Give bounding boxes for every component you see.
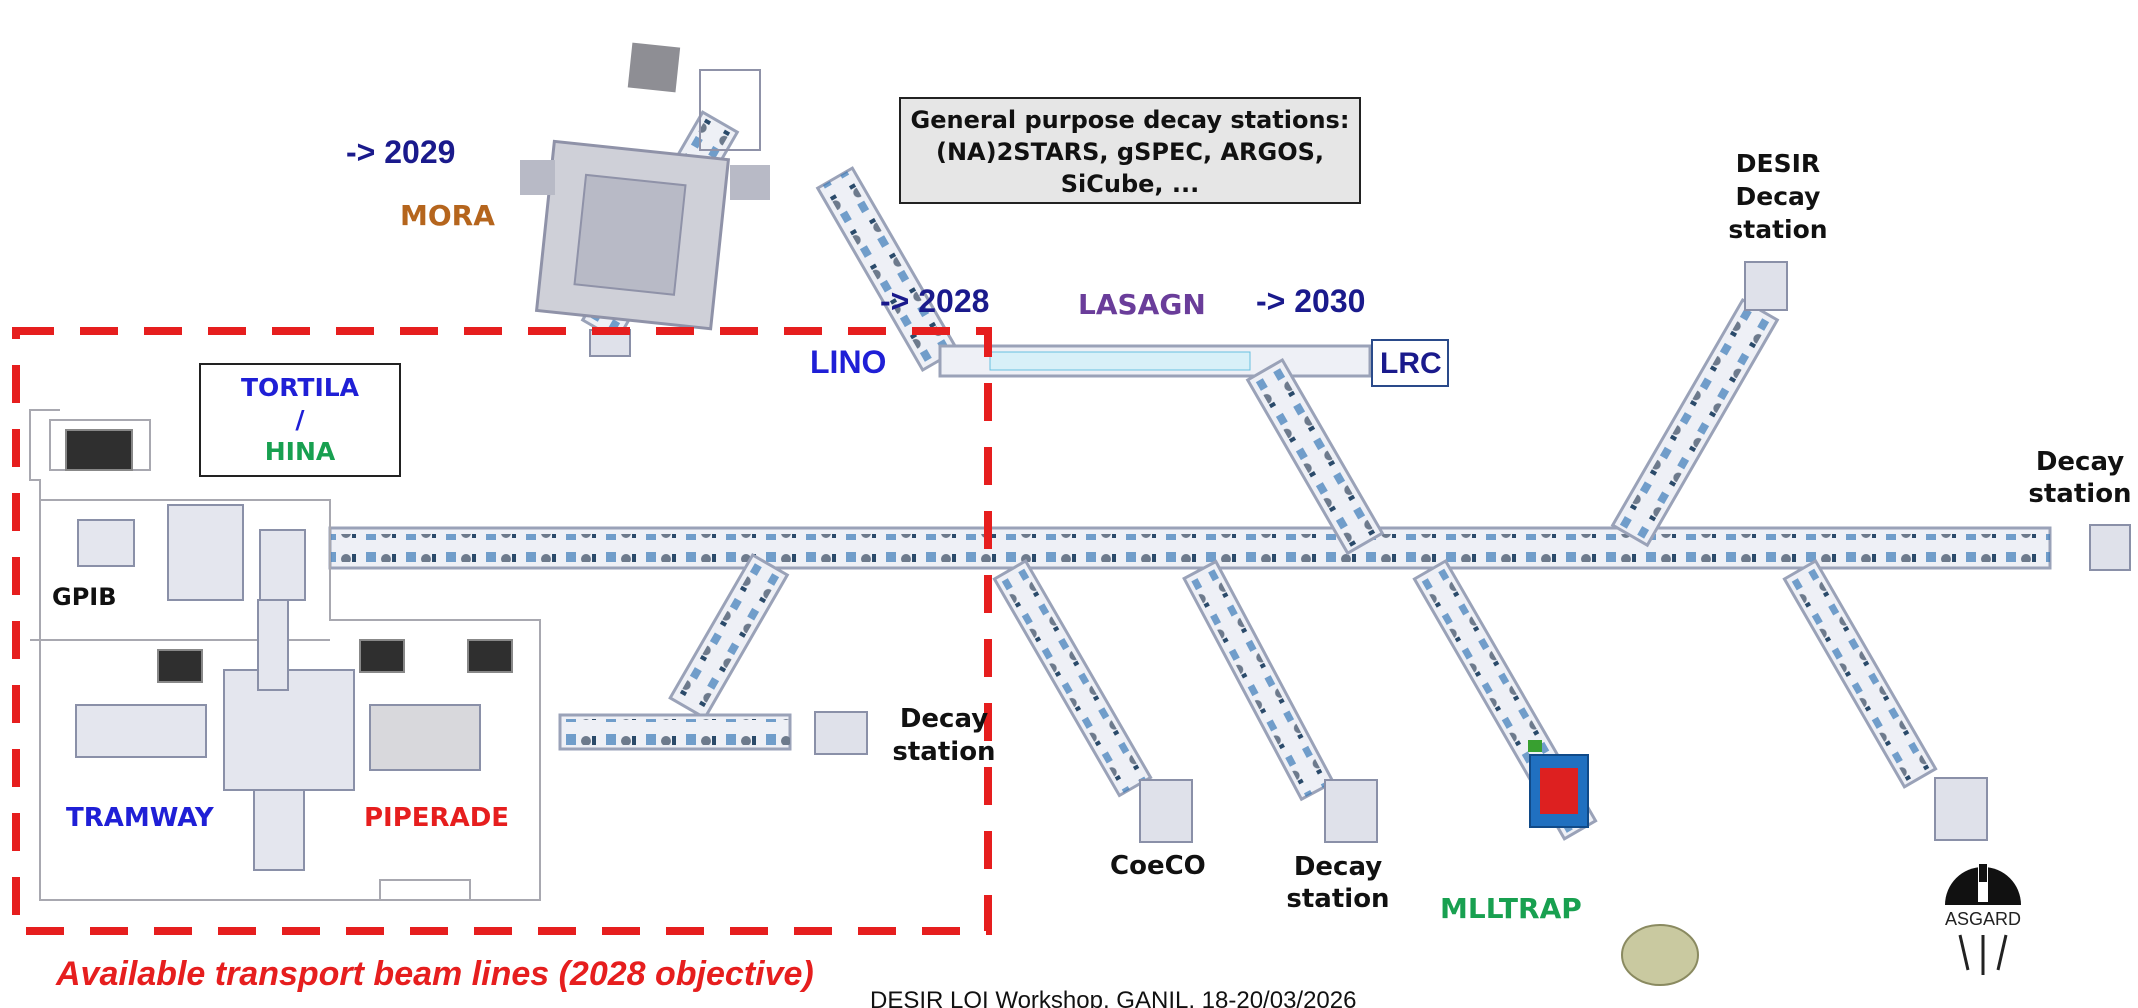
general-box-line-3: SiCube, ... <box>1061 170 1200 198</box>
decay-bottom-line-1: Decay <box>1294 852 1382 882</box>
mora-label: MORA <box>400 199 495 232</box>
text-labels: -> 2029 MORA General purpose decay stati… <box>52 106 2132 1008</box>
tortila-hina-box <box>199 363 401 477</box>
caption: Available transport beam lines (2028 obj… <box>55 955 814 993</box>
main-beamline-components <box>330 534 2050 562</box>
mora-building <box>520 42 770 331</box>
decay-mid-line-2: station <box>892 737 995 767</box>
general-box-line-2: (NA)2STARS, gSPEC, ARGOS, <box>936 138 1324 166</box>
available-beamlines-boundary <box>12 327 992 935</box>
general-box-line-1: General purpose decay stations: <box>911 106 1350 134</box>
asgard-text: ASGARD <box>1945 909 2021 929</box>
decay-right-line-1: Decay <box>2036 447 2124 477</box>
gpib-label: GPIB <box>52 583 117 611</box>
decay-right-line-2: station <box>2028 479 2131 509</box>
year-2030-label: -> 2030 <box>1256 283 1365 319</box>
detector-panels <box>65 429 513 683</box>
lino-label: LINO <box>810 344 886 380</box>
year-2028-label: -> 2028 <box>880 283 989 319</box>
tortila-label: TORTILA <box>241 373 360 402</box>
year-2029-label: -> 2029 <box>346 134 455 170</box>
footer: DESIR LOI Workshop, GANIL, 18-20/03/2026 <box>870 987 1356 1008</box>
slash-label: / <box>295 405 305 434</box>
desir-decay-line-2: Decay <box>1736 182 1821 211</box>
hina-label: HINA <box>265 437 336 466</box>
lrc-label: LRC <box>1380 347 1442 380</box>
piperade-label: PIPERADE <box>364 803 509 833</box>
lasagn-label: LASAGN <box>1078 288 1206 321</box>
tramway-label: TRAMWAY <box>66 803 215 833</box>
desir-decay-line-1: DESIR <box>1736 149 1820 178</box>
decay-bottom-line-2: station <box>1286 884 1389 914</box>
mlltrap-device <box>1528 740 1699 986</box>
decay-mid-line-1: Decay <box>900 704 988 734</box>
desir-decay-line-3: station <box>1728 215 1827 244</box>
asgard-logo <box>1945 862 2021 975</box>
general-purpose-box <box>899 97 1361 204</box>
lrc-box <box>1371 339 1449 387</box>
mlltrap-label: MLLTRAP <box>1440 892 1582 925</box>
left-devices <box>75 504 481 871</box>
coeco-label: CoeCO <box>1110 851 1206 881</box>
